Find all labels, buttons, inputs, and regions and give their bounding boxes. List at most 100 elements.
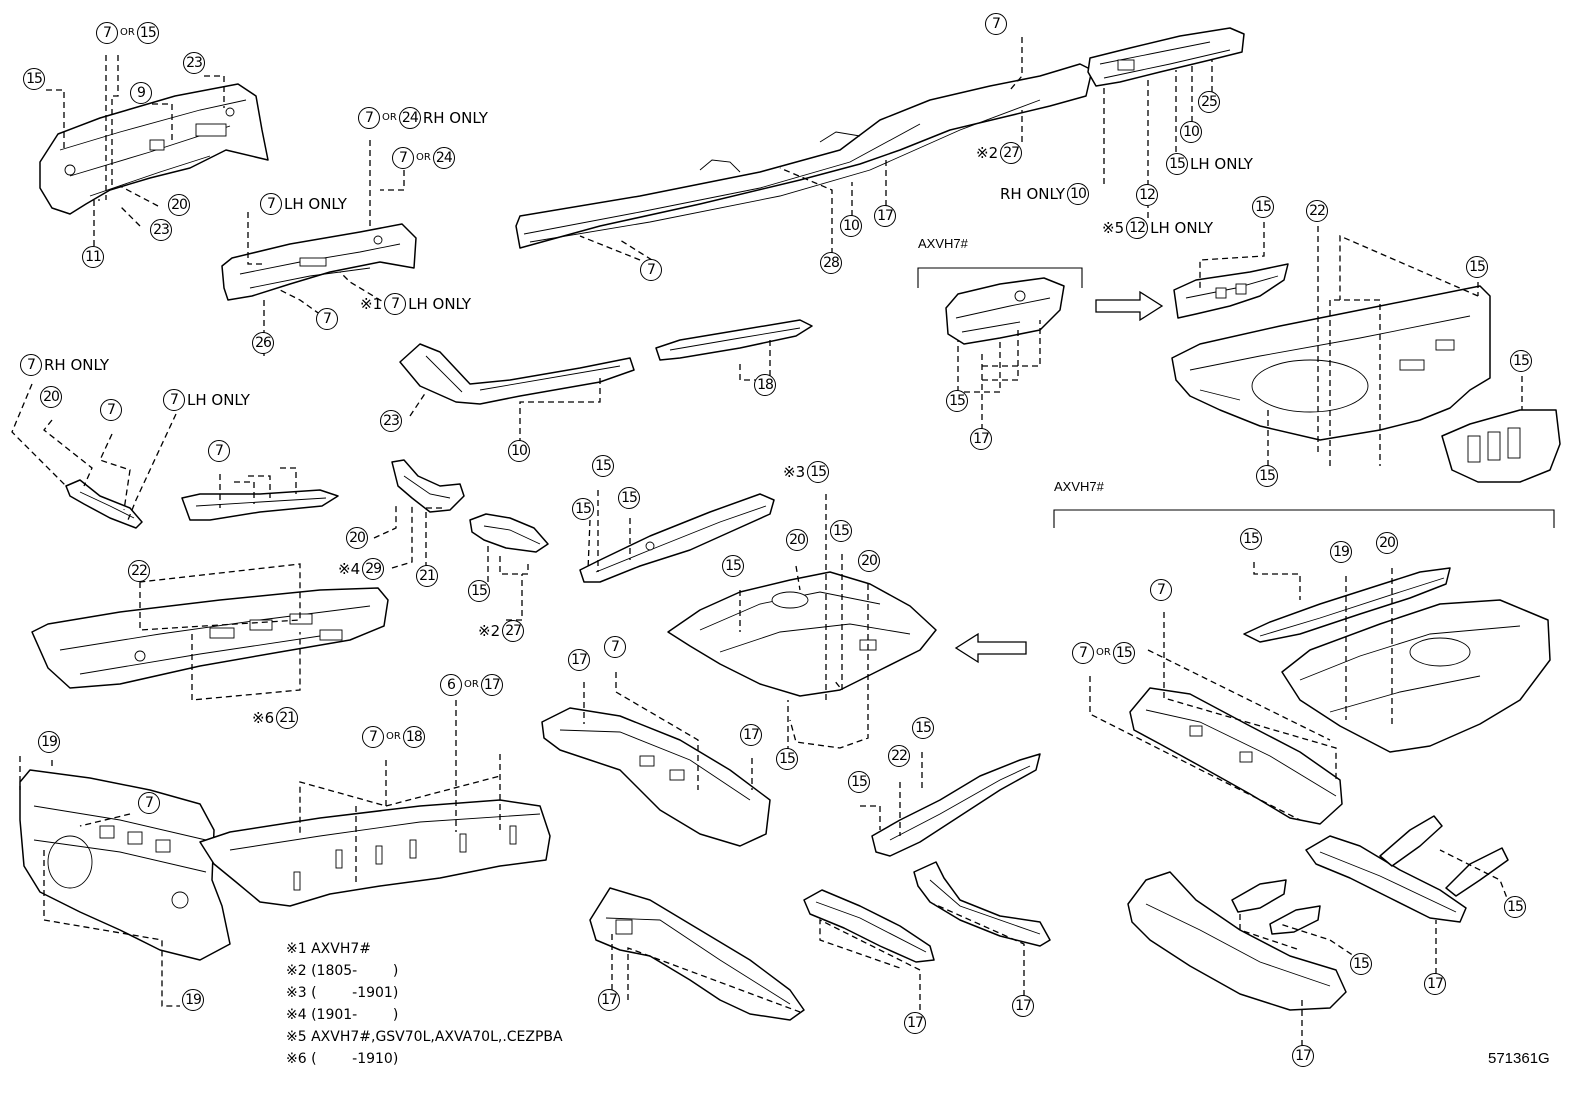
callout-label: 19	[38, 731, 60, 753]
part-number-badge: 19	[38, 731, 60, 753]
callout-label: 15	[848, 771, 870, 793]
callout-label: 20	[346, 527, 368, 549]
part-left-reinforcement	[181, 489, 339, 521]
part-floor-tunnel-panel	[199, 799, 551, 907]
part-number-badge: 17	[480, 674, 503, 696]
part-cross-member-c	[913, 861, 1051, 947]
callout-text: RH ONLY	[422, 109, 488, 127]
part-number-badge: 25	[1198, 91, 1220, 113]
part-number-badge: 7	[358, 107, 380, 129]
callout-label: 17	[904, 1012, 926, 1034]
footnote-line: ※2 (1805- )	[286, 963, 399, 979]
callout-text: LH ONLY	[284, 195, 347, 213]
part-number-badge: 7	[96, 22, 118, 44]
callout-label: 7	[208, 440, 230, 462]
or-connector: OR	[386, 731, 401, 742]
part-number-badge: 15	[1112, 642, 1135, 664]
part-number-badge: 22	[888, 745, 910, 767]
callout-label: 15	[830, 520, 852, 542]
callout-label: 19	[182, 989, 204, 1011]
arrow-right-icon	[1095, 290, 1164, 322]
part-number-badge: 17	[740, 724, 762, 746]
part-number-badge: 15	[136, 22, 159, 44]
part-number-badge: 22	[128, 560, 150, 582]
group-caption: AXVH7#	[918, 236, 968, 251]
callout-label: 15	[23, 68, 45, 90]
callout-text: ※4	[338, 560, 361, 578]
part-axvh7-rear-member	[1305, 835, 1467, 923]
footnote-line: ※6 ( -1910)	[286, 1051, 399, 1067]
part-number-badge: 15	[946, 390, 968, 412]
part-number-badge: 21	[416, 565, 438, 587]
callout-label: 17	[740, 724, 762, 746]
part-number-badge: 15	[1504, 896, 1526, 918]
part-number-badge: 10	[840, 215, 862, 237]
callout-label: 15	[1504, 896, 1526, 918]
callout-label: 15	[1252, 196, 1274, 218]
callout-label: 7	[985, 13, 1007, 35]
callout-label: 15	[1240, 528, 1262, 550]
callout-label: 22	[128, 560, 150, 582]
callout-label: 20	[786, 529, 808, 551]
callout-label: 22	[888, 745, 910, 767]
callout-label: 19	[1330, 541, 1352, 563]
part-axvh7-floor-side	[1243, 567, 1451, 643]
part-number-badge: 24	[398, 107, 421, 129]
or-connector: OR	[382, 112, 397, 123]
callout-label: 12	[1136, 184, 1158, 206]
callout-label: 23	[380, 410, 402, 432]
parts-layer	[19, 27, 1561, 1021]
callout-label: 17	[1012, 995, 1034, 1017]
callout-text: LH ONLY	[1190, 155, 1253, 173]
callout-label: 17	[874, 205, 896, 227]
callout-label: 23	[150, 219, 172, 241]
part-cross-member-b	[803, 889, 935, 963]
part-number-badge: 15	[592, 455, 614, 477]
callout-label: 11	[82, 246, 104, 268]
callout-label: 15	[592, 455, 614, 477]
part-number-badge: 15	[468, 580, 490, 602]
part-number-badge: 17	[904, 1012, 926, 1034]
part-front-cross-member	[541, 707, 771, 847]
callout-label: 15	[1510, 350, 1532, 372]
part-number-badge: 15	[848, 771, 870, 793]
callout-label: 26	[252, 332, 274, 354]
figure-code: 571361G	[1488, 1050, 1550, 1067]
callout-label: 25	[1198, 91, 1220, 113]
part-number-badge: 27	[1000, 142, 1023, 164]
callout-label: 7	[100, 399, 122, 421]
part-curved-rocker-member	[399, 343, 635, 405]
part-number-badge: 15	[23, 68, 45, 90]
part-number-badge: 23	[150, 219, 172, 241]
part-number-badge: 15	[1466, 256, 1488, 278]
callout-text: ※3	[783, 463, 806, 481]
part-number-badge: 27	[502, 620, 525, 642]
footnote-line: ※4 (1901- )	[286, 1007, 399, 1023]
part-number-badge: 7	[163, 389, 185, 411]
part-number-badge: 24	[432, 147, 455, 169]
callout-label: 15	[912, 717, 934, 739]
part-number-badge: 20	[40, 386, 62, 408]
callout-text: RH ONLY	[44, 356, 110, 374]
part-number-badge: 20	[1376, 532, 1398, 554]
part-rear-end-panel	[1441, 409, 1561, 483]
part-number-badge: 15	[722, 555, 744, 577]
callout-label: 15	[776, 748, 798, 770]
callout-label: 15	[1466, 256, 1488, 278]
part-number-badge: 26	[252, 332, 274, 354]
callout-text: LH ONLY	[1150, 219, 1214, 237]
callout-label: 17	[568, 649, 590, 671]
part-number-badge: 15	[1510, 350, 1532, 372]
part-number-badge: 7	[138, 792, 160, 814]
callout-label: 10	[508, 440, 530, 462]
part-number-badge: 19	[182, 989, 204, 1011]
